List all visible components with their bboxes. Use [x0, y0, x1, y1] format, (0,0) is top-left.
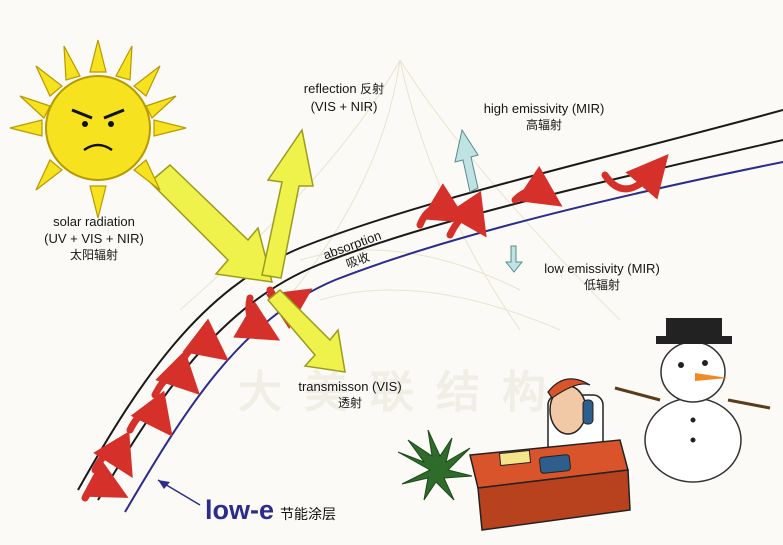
transmission-cn: 透射	[337, 396, 362, 410]
heat-arrow	[126, 390, 173, 437]
low-emissivity-cn: 低辐射	[583, 278, 620, 292]
reflection-cn: 反射	[360, 82, 385, 96]
glass-outer-surface	[77, 109, 783, 491]
heat-arrow	[151, 350, 200, 399]
heat-arrow	[233, 294, 281, 341]
solar-radiation-bands: (UV + VIS + NIR)	[44, 231, 144, 246]
heat-arrow	[445, 190, 487, 239]
reflection-text: reflection	[303, 81, 357, 96]
reflection-label: reflection 反射 (VIS + NIR)	[288, 80, 400, 115]
high-emissivity-label: high emissivity (MIR) 高辐射	[468, 100, 620, 134]
solar-radiation-arrow	[148, 163, 274, 283]
reflection-arrow	[261, 128, 314, 279]
high-emissivity-text: high emissivity (MIR)	[483, 101, 605, 116]
transmission-label: transmisson (VIS) 透射	[290, 378, 410, 412]
heat-arrow	[601, 154, 669, 200]
reflection-bands: (VIS + NIR)	[310, 99, 378, 114]
low-emissivity-label: low emissivity (MIR) 低辐射	[527, 260, 677, 294]
low-emissivity-arrow	[504, 245, 524, 273]
sun-icon	[9, 39, 187, 219]
heat-arrow	[176, 318, 229, 369]
lowe-label: low-e 节能涂层	[205, 495, 336, 526]
office-worker-illustration	[469, 378, 631, 531]
transmission-text: transmisson (VIS)	[298, 379, 402, 394]
heat-arrow	[81, 459, 129, 502]
red-heat-arrows	[81, 154, 669, 502]
heat-arrow	[91, 431, 133, 479]
heat-arrow	[511, 165, 563, 207]
lowe-text: low-e	[205, 495, 275, 525]
high-emissivity-arrow	[454, 128, 479, 193]
solar-radiation-text: solar radiation	[53, 214, 135, 229]
plant-icon	[397, 429, 473, 501]
high-emissivity-cn: 高辐射	[525, 118, 562, 132]
snowman-illustration	[614, 318, 771, 483]
lowe-cn: 节能涂层	[280, 507, 337, 523]
low-emissivity-text: low emissivity (MIR)	[544, 261, 660, 276]
watermark-text: 大美联结构	[238, 367, 568, 418]
solar-radiation-label: solar radiation (UV + VIS + NIR) 太阳辐射	[35, 213, 153, 264]
transmission-arrow	[266, 288, 346, 373]
solar-radiation-cn: 太阳辐射	[69, 248, 118, 262]
